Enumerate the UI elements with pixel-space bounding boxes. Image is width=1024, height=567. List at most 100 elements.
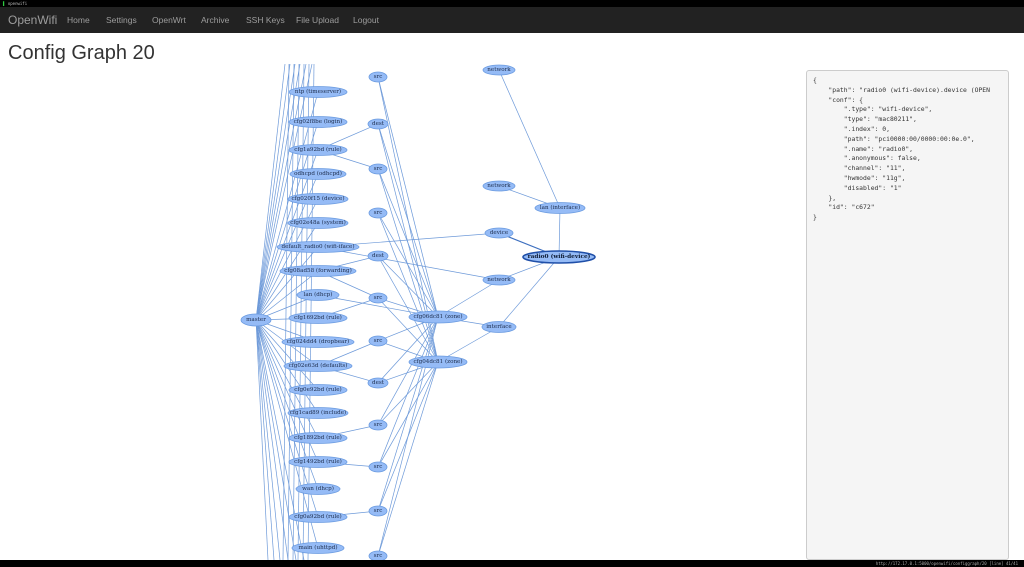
graph-node-src4[interactable]: src	[368, 292, 388, 304]
graph-node-shape[interactable]	[484, 227, 514, 239]
config-graph[interactable]: master ntp (timeserver) cfg02f8be (login) c…	[0, 64, 800, 560]
graph-node-shape[interactable]	[408, 355, 468, 369]
graph-node-shape[interactable]	[295, 483, 341, 495]
graph-node-defaults[interactable]: cfg02e63d (defaults)	[283, 360, 353, 372]
graph-node-shape[interactable]	[368, 335, 388, 347]
graph-node-shape[interactable]	[368, 505, 388, 517]
graph-node-shape[interactable]	[368, 550, 388, 560]
nav-archive[interactable]: Archive	[201, 15, 230, 25]
graph-node-shape[interactable]	[288, 312, 348, 324]
json-line: {	[813, 76, 817, 84]
graph-node-shape[interactable]	[289, 168, 347, 180]
graph-node-shape[interactable]	[288, 86, 348, 98]
graph-node-src2[interactable]: src	[368, 163, 388, 175]
graph-node-shape[interactable]	[522, 250, 596, 264]
graph-node-zone2[interactable]: cfg04dc81 (zone)	[408, 355, 468, 369]
graph-node-shape[interactable]	[240, 313, 272, 327]
graph-node-src7[interactable]: src	[368, 461, 388, 473]
graph-node-include[interactable]: cfg1cad89 (include)	[287, 407, 349, 419]
graph-edge	[377, 316, 439, 557]
graph-node-shape[interactable]	[287, 407, 349, 419]
graph-node-rule1[interactable]: cfg1a92bd (rule)	[288, 144, 348, 156]
graph-node-zone1[interactable]: cfg06dc81 (zone)	[408, 310, 468, 324]
graph-node-lan-dhcp[interactable]: lan (dhcp)	[296, 289, 340, 301]
graph-node-shape[interactable]	[408, 310, 468, 324]
graph-edge	[377, 316, 439, 512]
graph-node-shape[interactable]	[482, 64, 516, 76]
graph-node-network-top[interactable]: network	[482, 64, 516, 76]
graph-edge	[255, 319, 289, 560]
graph-node-forwarding[interactable]: cfg08ad58 (forwarding)	[279, 265, 357, 277]
graph-node-rule6[interactable]: cfg0a92bd (rule)	[288, 511, 348, 523]
graph-node-shape[interactable]	[482, 180, 516, 192]
graph-node-odhcpd[interactable]: odhcpd (odhcpd)	[289, 168, 347, 180]
graph-node-shape[interactable]	[291, 542, 345, 554]
graph-node-shape[interactable]	[283, 360, 353, 372]
graph-node-shape[interactable]	[288, 432, 348, 444]
graph-node-dest3[interactable]: dest	[367, 377, 389, 389]
config-graph-canvas[interactable]: master ntp (timeserver) cfg02f8be (login) c…	[0, 64, 800, 560]
graph-node-shape[interactable]	[288, 144, 348, 156]
graph-node-shape[interactable]	[368, 292, 388, 304]
graph-node-shape[interactable]	[288, 511, 348, 523]
graph-node-network2[interactable]: network	[482, 274, 516, 286]
graph-node-shape[interactable]	[482, 274, 516, 286]
nav-home[interactable]: Home	[67, 15, 90, 25]
graph-node-device[interactable]: cfg020f15 (device)	[287, 193, 349, 205]
graph-node-master[interactable]: master	[240, 313, 272, 327]
brand-link[interactable]: OpenWifi	[8, 13, 58, 27]
graph-node-radio0[interactable]: radio0 (wifi-device)	[522, 250, 596, 264]
nav-openwrt[interactable]: OpenWrt	[152, 15, 186, 25]
graph-node-shape[interactable]	[281, 336, 355, 348]
graph-node-src6[interactable]: src	[368, 419, 388, 431]
graph-node-shape[interactable]	[368, 71, 388, 83]
graph-node-dest2[interactable]: dest	[367, 250, 389, 262]
graph-node-wifiiface[interactable]: default_radio0 (wifi-iface)	[276, 241, 360, 253]
nav-logout[interactable]: Logout	[353, 15, 379, 25]
nav-settings[interactable]: Settings	[106, 15, 137, 25]
graph-node-shape[interactable]	[368, 163, 388, 175]
node-json-text: { "path": "radio0 (wifi-device).device (…	[813, 76, 1002, 223]
nav-file-upload[interactable]: File Upload	[296, 15, 339, 25]
graph-node-shape[interactable]	[287, 193, 349, 205]
graph-node-rule5[interactable]: cfg1492bd (rule)	[288, 456, 348, 468]
graph-node-shape[interactable]	[367, 377, 389, 389]
graph-edge	[377, 76, 439, 318]
graph-node-device-edge[interactable]: device	[484, 227, 514, 239]
graph-node-uhttpd[interactable]: main (uhttpd)	[291, 542, 345, 554]
graph-node-wan-dhcp[interactable]: wan (dhcp)	[295, 483, 341, 495]
graph-node-system[interactable]: cfg02e48a (system)	[287, 217, 349, 229]
graph-node-dest1[interactable]: dest	[367, 118, 389, 130]
graph-node-shape[interactable]	[279, 265, 357, 277]
page-title: Config Graph 20	[8, 42, 155, 64]
graph-node-shape[interactable]	[367, 250, 389, 262]
graph-node-rule3[interactable]: cfg0e92bd (rule)	[288, 384, 348, 396]
graph-node-shape[interactable]	[367, 118, 389, 130]
graph-node-rule4[interactable]: cfg1892bd (rule)	[288, 432, 348, 444]
graph-node-src8[interactable]: src	[368, 505, 388, 517]
graph-node-shape[interactable]	[368, 207, 388, 219]
nav-ssh-keys[interactable]: SSH Keys	[246, 15, 285, 25]
graph-node-shape[interactable]	[481, 321, 517, 333]
graph-node-shape[interactable]	[288, 116, 348, 128]
graph-node-src5[interactable]: src	[368, 335, 388, 347]
graph-node-src3[interactable]: src	[368, 207, 388, 219]
graph-node-shape[interactable]	[296, 289, 340, 301]
graph-node-lan-iface[interactable]: lan (interface)	[534, 202, 586, 214]
graph-node-shape[interactable]	[288, 456, 348, 468]
graph-node-shape[interactable]	[288, 384, 348, 396]
graph-node-shape[interactable]	[534, 202, 586, 214]
graph-node-network1[interactable]: network	[482, 180, 516, 192]
graph-node-src1[interactable]: src	[368, 71, 388, 83]
graph-node-shape[interactable]	[368, 419, 388, 431]
graph-node-shape[interactable]	[368, 461, 388, 473]
graph-node-rule2[interactable]: cfg1692bd (rule)	[288, 312, 348, 324]
graph-node-shape[interactable]	[276, 241, 360, 253]
json-line: "hwmode": "11g",	[843, 173, 906, 182]
graph-node-interface[interactable]: interface	[481, 321, 517, 333]
graph-node-shape[interactable]	[287, 217, 349, 229]
graph-node-login[interactable]: cfg02f8be (login)	[288, 116, 348, 128]
graph-node-ntp[interactable]: ntp (timeserver)	[288, 86, 348, 98]
graph-node-dropbear[interactable]: cfg024dd4 (dropbear)	[281, 336, 355, 348]
graph-node-src9[interactable]: src	[368, 550, 388, 560]
